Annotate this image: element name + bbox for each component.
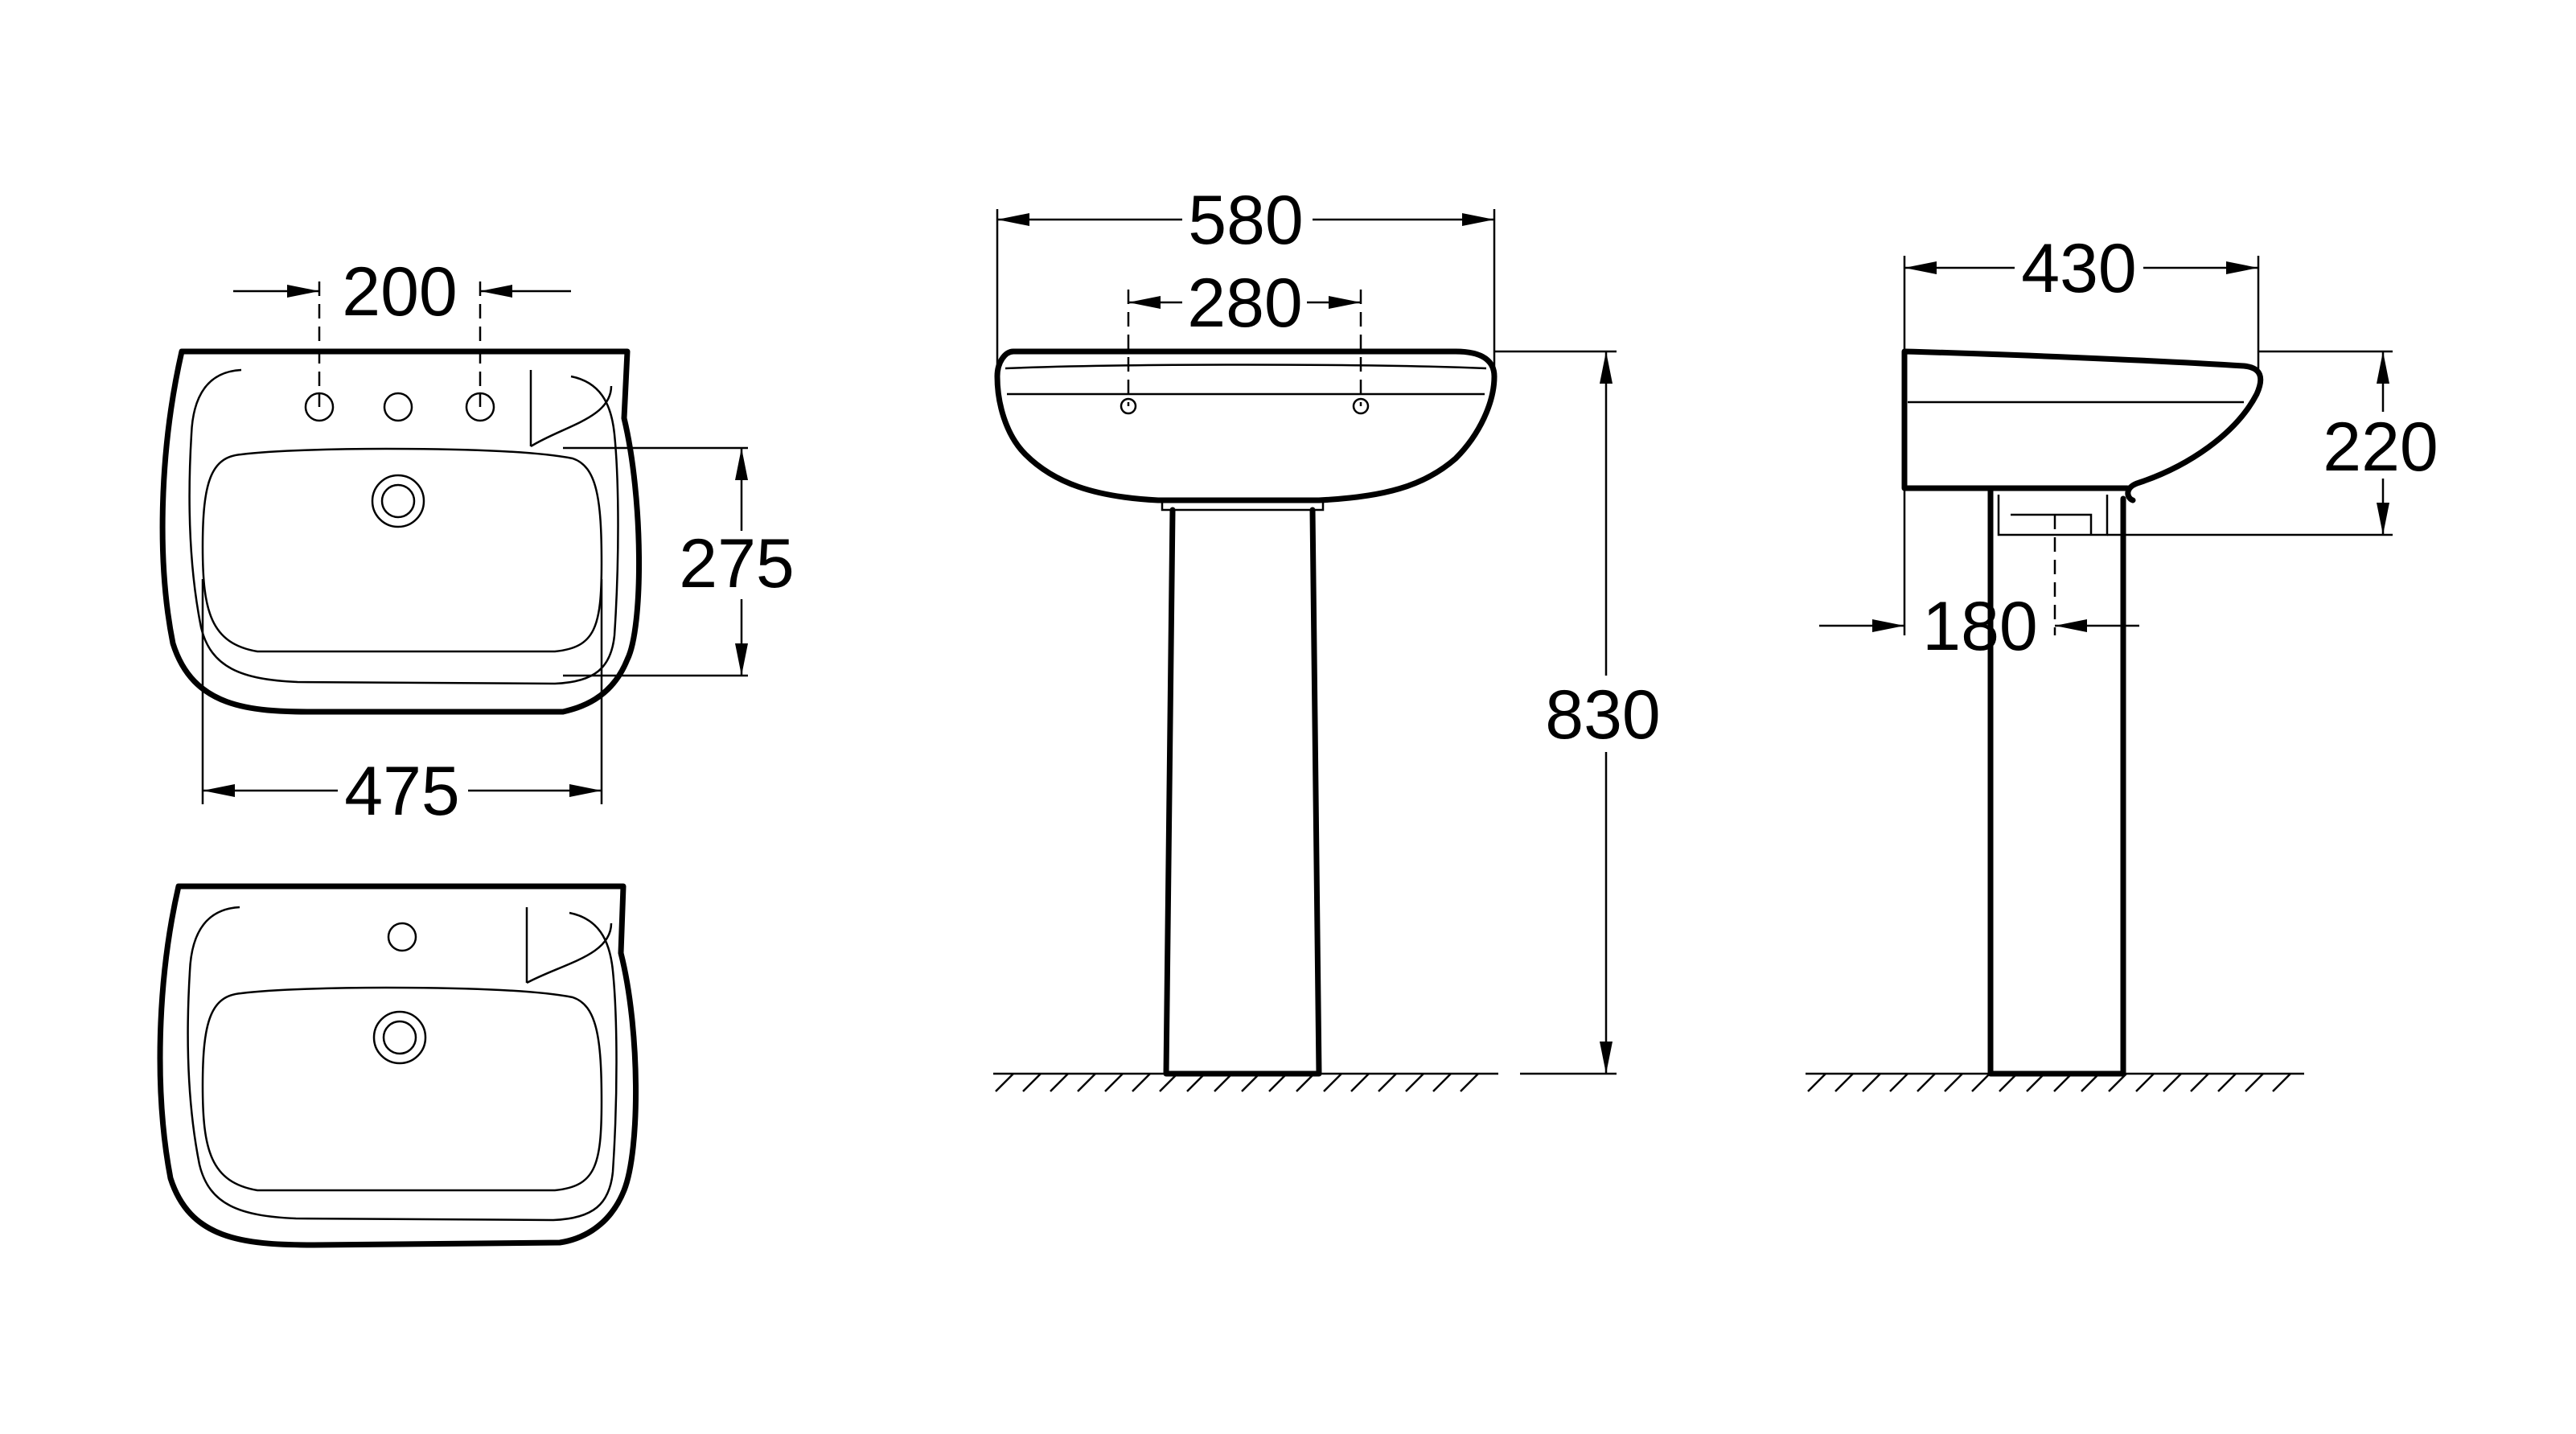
hatch-stroke <box>1214 1073 1233 1092</box>
hatch-stroke <box>2217 1073 2237 1092</box>
hatch-stroke <box>2190 1073 2209 1092</box>
hatch-stroke <box>1186 1073 1206 1092</box>
hatch-stroke <box>1944 1073 1963 1092</box>
hatch-stroke <box>1104 1073 1124 1092</box>
hatch-stroke <box>2053 1073 2073 1092</box>
top-view-one-hole <box>157 883 639 1248</box>
pedestal-side <box>1987 485 2130 1077</box>
hatch-stroke <box>995 1073 1014 1092</box>
hatch-stroke <box>1378 1073 1397 1092</box>
basin-front-outline <box>994 348 1498 503</box>
drain-outer <box>372 1010 427 1065</box>
hatch-stroke <box>1268 1073 1288 1092</box>
tap-hole-left <box>304 392 335 422</box>
hatch-stroke <box>1350 1073 1370 1092</box>
hatch-stroke <box>2108 1073 2127 1092</box>
hatch-stroke <box>1834 1073 1854 1092</box>
hatch-stroke <box>2272 1073 2291 1092</box>
dim-total-width: 580 <box>1188 182 1304 259</box>
hatch-stroke <box>2245 1073 2264 1092</box>
pedestal-front <box>1163 507 1322 1077</box>
hatch-stroke <box>1405 1073 1424 1092</box>
dim-side-depth: 430 <box>2021 230 2137 307</box>
basin-side-outline <box>1901 348 2264 503</box>
dim-tap-spacing: 200 <box>342 253 458 331</box>
hatch-stroke <box>1241 1073 1260 1092</box>
floor-hatch <box>1807 1073 2291 1092</box>
pedestal-top-cap <box>1161 499 1325 512</box>
overflow-detail <box>525 907 613 984</box>
tap-hole-right <box>465 392 495 422</box>
floor-hatch <box>995 1073 1479 1092</box>
bowl-outline <box>201 447 603 653</box>
hatch-stroke <box>1999 1073 2018 1092</box>
overflow-detail <box>529 370 613 448</box>
hatch-stroke <box>1077 1073 1096 1092</box>
bowl-outline <box>201 986 603 1192</box>
trap-detail <box>1997 495 2109 536</box>
hatch-stroke <box>1460 1073 1479 1092</box>
front-view: 580 280 830 <box>993 182 1661 1092</box>
drain-outer <box>371 474 425 528</box>
top-view-three-hole: 200 275 475 <box>159 253 795 830</box>
hatch-stroke <box>1432 1073 1452 1092</box>
dim-bowl-depth: 275 <box>679 525 795 602</box>
mount-hole-left <box>1120 397 1137 415</box>
drain-inner <box>382 1020 417 1055</box>
basin-outline <box>159 348 642 715</box>
hatch-stroke <box>1807 1073 1826 1092</box>
dim-pedestal-offset: 180 <box>1922 588 2038 665</box>
hatch-stroke <box>1022 1073 1041 1092</box>
hatch-stroke <box>1159 1073 1178 1092</box>
hatch-stroke <box>1296 1073 1315 1092</box>
side-view: 430 220 180 <box>1806 230 2438 1092</box>
hatch-stroke <box>2163 1073 2182 1092</box>
hatch-stroke <box>2026 1073 2045 1092</box>
tap-hole-center <box>383 392 413 422</box>
hatch-stroke <box>1323 1073 1342 1092</box>
hatch-stroke <box>1971 1073 1991 1092</box>
dim-total-height: 830 <box>1545 676 1661 754</box>
hatch-stroke <box>1132 1073 1151 1092</box>
tap-hole-center <box>387 922 417 952</box>
hatch-stroke <box>2135 1073 2155 1092</box>
hatch-stroke <box>1050 1073 1069 1092</box>
drain-inner <box>380 483 416 519</box>
basin-rim-line <box>1005 364 1487 396</box>
hatch-stroke <box>1917 1073 1936 1092</box>
hatch-stroke <box>1862 1073 1881 1092</box>
basin-outline <box>157 883 639 1248</box>
dim-mount-spacing: 280 <box>1187 265 1303 342</box>
mount-hole-right <box>1352 397 1370 415</box>
hatch-stroke <box>2081 1073 2100 1092</box>
basin-inner-rim <box>187 906 618 1222</box>
hatch-stroke <box>1889 1073 1908 1092</box>
dim-basin-height: 220 <box>2323 409 2438 486</box>
dim-bowl-width: 475 <box>344 753 460 830</box>
